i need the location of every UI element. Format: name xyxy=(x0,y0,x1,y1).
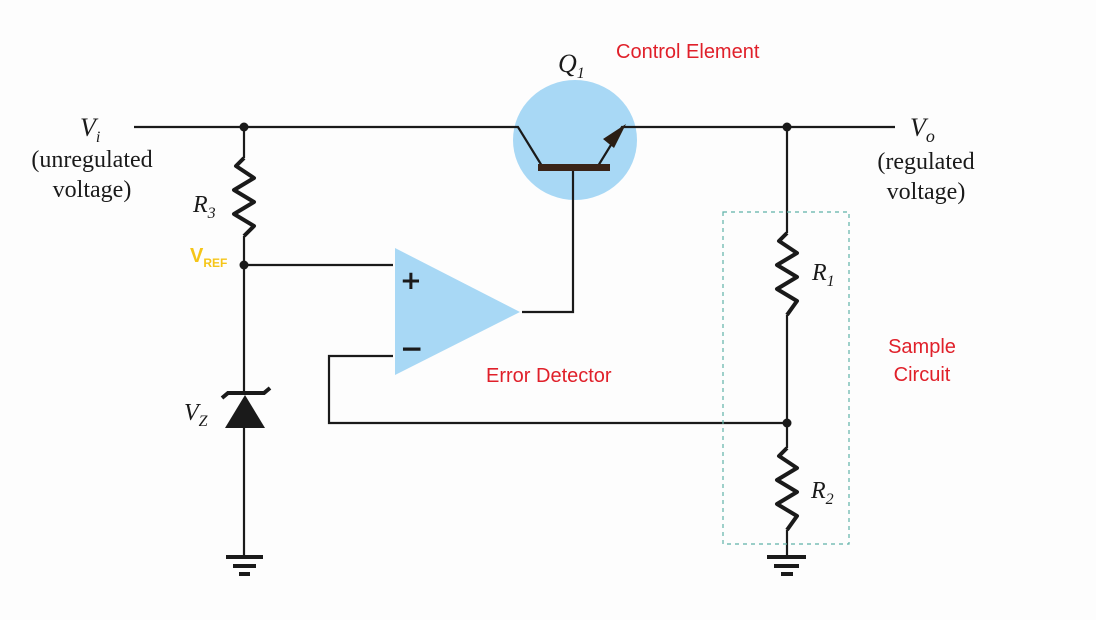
wire-feedback xyxy=(327,354,787,425)
opamp-minus-sign: − xyxy=(400,332,423,365)
ground-icon xyxy=(226,555,263,576)
vo-desc-line1: (regulated xyxy=(877,149,974,175)
transistor-highlight xyxy=(513,80,637,200)
resistor-r1 xyxy=(775,231,799,317)
resistor-r2 xyxy=(775,446,799,532)
opamp-plus-sign: + xyxy=(400,266,422,296)
vz-label: VZ xyxy=(184,400,209,430)
junction-dot xyxy=(239,122,249,132)
emitter-arrow xyxy=(603,124,626,148)
zener-diode-bar xyxy=(220,386,272,400)
junction-dot xyxy=(782,418,792,428)
ground-icon xyxy=(767,555,806,576)
wire-base-feed xyxy=(522,171,575,314)
r3-label: R3 xyxy=(192,192,216,222)
r1-label: R1 xyxy=(811,260,835,290)
transistor-base-bar xyxy=(538,164,610,171)
error-detector-annotation: Error Detector xyxy=(486,365,612,387)
junction-dot xyxy=(782,122,792,132)
wire-output-rail xyxy=(597,125,895,167)
opamp-triangle xyxy=(395,248,520,375)
vref-label: VREF xyxy=(190,245,227,270)
q1-label: Q1 xyxy=(558,49,585,82)
sample-circuit-annotation-line2: Circuit xyxy=(894,364,951,386)
r2-label: R2 xyxy=(810,478,834,508)
vi-desc-line1: (unregulated xyxy=(31,147,152,173)
sample-circuit-annotation-line1: Sample xyxy=(888,336,956,358)
vi-label: Vi xyxy=(80,113,100,146)
control-element-annotation: Control Element xyxy=(616,41,760,63)
sample-circuit-box xyxy=(722,211,850,545)
vo-label: Vo xyxy=(910,113,935,146)
zener-diode-triangle xyxy=(225,395,265,428)
vo-desc-line2: voltage) xyxy=(887,179,966,205)
vi-desc-line2: voltage) xyxy=(53,177,132,203)
wire-input-rail xyxy=(134,125,543,167)
junction-dot xyxy=(239,260,249,270)
resistor-r3 xyxy=(232,156,256,238)
